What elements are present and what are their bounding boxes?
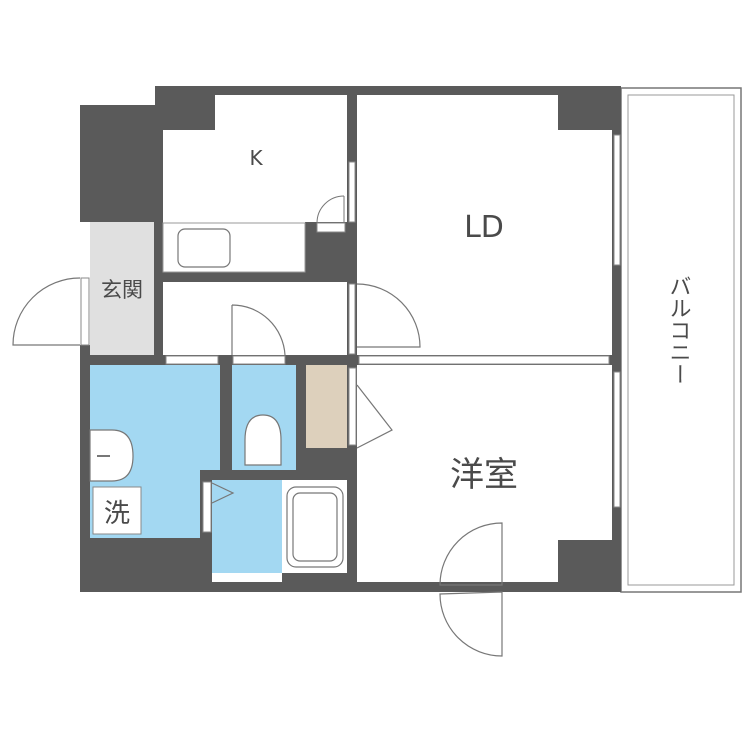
entrance-floor bbox=[90, 222, 154, 355]
washbasin-icon bbox=[89, 429, 134, 482]
room-door-icon bbox=[439, 522, 503, 586]
closet-door-icon bbox=[356, 384, 393, 449]
room-label-balcony: バルコニー bbox=[666, 275, 691, 385]
doors bbox=[12, 277, 503, 657]
bathtub-icon bbox=[286, 486, 344, 568]
room-label-washer: 洗 bbox=[104, 499, 130, 529]
washer-space bbox=[92, 486, 142, 535]
room-label-western: 洋室 bbox=[450, 455, 518, 495]
room-door-icon-2 bbox=[439, 591, 503, 657]
closet bbox=[306, 365, 347, 448]
room-label-kitchen: K bbox=[249, 146, 263, 170]
windows bbox=[80, 134, 621, 533]
bathroom-floor bbox=[212, 480, 282, 573]
balcony bbox=[620, 87, 742, 593]
ld-door-icon bbox=[356, 283, 421, 348]
toilet-icon bbox=[244, 414, 282, 466]
kitchen-door-icon bbox=[316, 195, 345, 224]
hall-door-icon bbox=[231, 304, 286, 356]
sink-icon bbox=[177, 228, 231, 268]
entrance-door-icon bbox=[12, 277, 81, 346]
room-label-ld: LD bbox=[464, 210, 504, 245]
room-label-entrance: 玄関 bbox=[101, 278, 143, 302]
bath-door-icon bbox=[211, 482, 235, 504]
